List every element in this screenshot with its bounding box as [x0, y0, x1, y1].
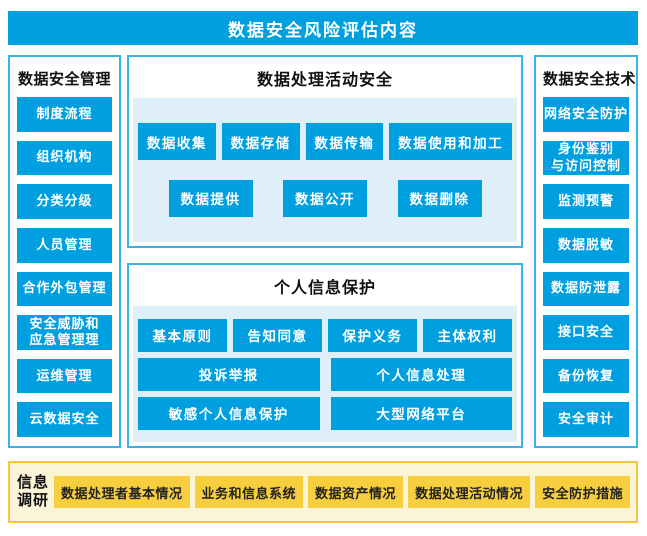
node-ops-management: 运维管理	[17, 358, 112, 394]
node-threat-emergency-management: 安全威胁和 应急管理理	[17, 315, 112, 350]
panel-title: 数据安全技术	[543, 71, 637, 88]
node-protection-obligations: 保护义务	[328, 318, 417, 352]
node-backup-recovery: 备份恢复	[543, 358, 629, 394]
node-data-asset-status: 数据资产情况	[308, 476, 404, 508]
diagram-title-banner: 数据安全风险评估内容	[8, 11, 638, 45]
panel-item-list: 制度流程 组织机构 分类分级 人员管理 合作外包管理 安全威胁和 应急管理理 运…	[17, 97, 112, 437]
node-data-storage: 数据存储	[221, 123, 300, 161]
node-network-security-protection: 网络安全防护	[543, 97, 629, 132]
node-system-process: 制度流程	[17, 97, 112, 132]
node-row: 敏感个人信息保护 大型网络平台	[138, 396, 512, 430]
node-basic-principles: 基本原则	[138, 318, 227, 352]
node-organization: 组织机构	[17, 140, 112, 176]
panel-inner: 数据收集 数据存储 数据传输 数据使用和加工 数据提供 数据公开 数据删除	[133, 98, 517, 243]
node-personnel-management: 人员管理	[17, 227, 112, 263]
node-cloud-data-security: 云数据安全	[17, 402, 112, 437]
node-outsourcing-management: 合作外包管理	[17, 271, 112, 307]
node-business-info-systems: 业务和信息系统	[194, 476, 304, 508]
panel-data-security-management: 数据安全管理 制度流程 组织机构 分类分级 人员管理 合作外包管理 安全威胁和 …	[8, 55, 121, 448]
node-subject-rights: 主体权利	[423, 318, 512, 352]
node-complaint-reporting: 投诉举报	[138, 357, 320, 391]
panel-data-processing-activity-security: 数据处理活动安全 数据收集 数据存储 数据传输 数据使用和加工 数据提供 数据公…	[127, 55, 523, 249]
node-data-transmission: 数据传输	[305, 123, 384, 161]
panel-title: 数据安全管理	[17, 71, 111, 88]
node-large-network-platform: 大型网络平台	[330, 396, 512, 430]
node-data-leak-prevention: 数据防泄露	[543, 271, 629, 307]
panel-title: 个人信息保护	[273, 280, 376, 298]
panel-information-research: 信息 调研 数据处理者基本情况 业务和信息系统 数据资产情况 数据处理活动情况 …	[8, 461, 638, 523]
node-data-processor-basics: 数据处理者基本情况	[54, 476, 190, 508]
panel-personal-info-protection: 个人信息保护 基本原则 告知同意 保护义务 主体权利 投诉举报 个人信息处理 敏…	[127, 263, 523, 448]
node-row: 数据提供 数据公开 数据删除	[138, 179, 512, 217]
node-row: 投诉举报 个人信息处理	[138, 357, 512, 391]
diagram-body: 数据安全管理 制度流程 组织机构 分类分级 人员管理 合作外包管理 安全威胁和 …	[8, 55, 638, 448]
node-data-processing-activity-status: 数据处理活动情况	[408, 476, 531, 508]
panel-inner: 基本原则 告知同意 保护义务 主体权利 投诉举报 个人信息处理 敏感个人信息保护…	[133, 306, 517, 442]
node-data-disclosure: 数据公开	[283, 179, 367, 217]
panel-data-security-technology: 数据安全技术 网络安全防护 身份鉴别 与访问控制 监测预警 数据脱敏 数据防泄露…	[534, 55, 638, 448]
node-identity-access-control: 身份鉴别 与访问控制	[543, 140, 629, 176]
node-row: 数据收集 数据存储 数据传输 数据使用和加工	[138, 123, 512, 161]
node-classification: 分类分级	[17, 184, 112, 219]
node-informed-consent: 告知同意	[233, 318, 322, 352]
node-data-use-processing: 数据使用和加工	[389, 123, 512, 161]
node-data-collection: 数据收集	[138, 123, 216, 161]
node-monitoring-warning: 监测预警	[543, 184, 629, 219]
node-personal-info-processing: 个人信息处理	[330, 357, 512, 391]
node-data-masking: 数据脱敏	[543, 227, 629, 263]
node-security-protection-measures: 安全防护措施	[535, 476, 631, 508]
node-row: 基本原则 告知同意 保护义务 主体权利	[138, 318, 512, 352]
node-interface-security: 接口安全	[543, 315, 629, 350]
node-data-provision: 数据提供	[168, 179, 253, 217]
node-data-deletion: 数据删除	[397, 179, 482, 217]
center-column: 数据处理活动安全 数据收集 数据存储 数据传输 数据使用和加工 数据提供 数据公…	[127, 55, 523, 448]
node-sensitive-personal-info: 敏感个人信息保护	[138, 396, 320, 430]
diagram-title: 数据安全风险评估内容	[228, 20, 418, 40]
panel-title: 数据处理活动安全	[256, 72, 393, 89]
node-security-audit: 安全审计	[543, 402, 629, 437]
panel-title: 信息 调研	[17, 474, 50, 509]
panel-item-list: 网络安全防护 身份鉴别 与访问控制 监测预警 数据脱敏 数据防泄露 接口安全 备…	[543, 97, 629, 437]
